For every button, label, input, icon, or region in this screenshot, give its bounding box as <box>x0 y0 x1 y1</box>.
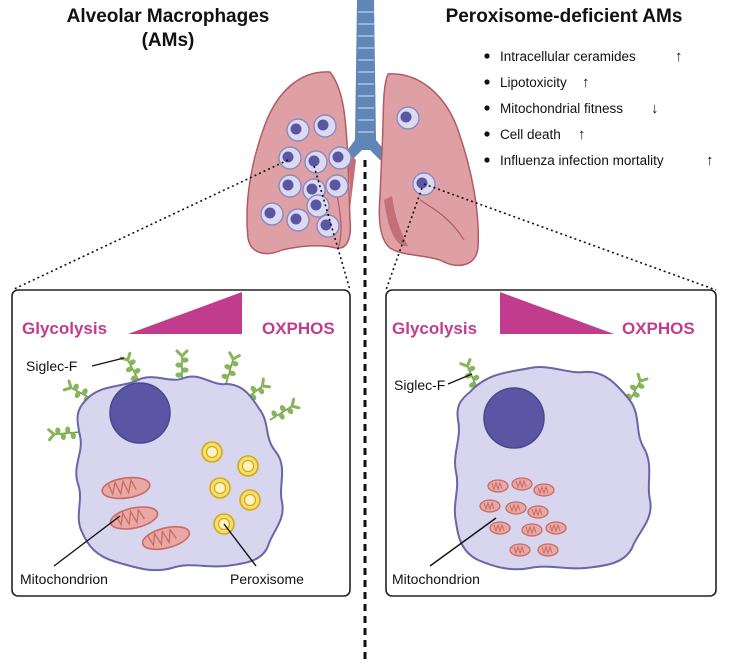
left-title-line1: Alveolar Macrophages <box>67 6 270 27</box>
right-mitochondrion-label: Mitochondrion <box>392 571 480 587</box>
mitochondrion-pointer <box>53 515 121 567</box>
effect-item: Lipotoxicity ↑ <box>484 74 590 91</box>
left-mitochondrion-label: Mitochondrion <box>20 571 108 587</box>
arrow-up-icon: ↑ <box>706 152 714 169</box>
effect-item: Cell death ↑ <box>484 126 586 143</box>
right-glycolysis-label: Glycolysis <box>392 319 477 338</box>
macrophage-cell-deficient <box>453 366 652 571</box>
arrow-up-icon: ↑ <box>578 126 586 143</box>
peroxisome-pointer <box>223 523 257 567</box>
right-panel: Glycolysis OXPHOS Siglec-F Mitochondrion <box>385 289 717 597</box>
nucleus <box>109 382 171 444</box>
effect-item: Influenza infection mortality ↑ <box>484 152 714 169</box>
effect-item-text: Intracellular ceramides <box>500 49 636 64</box>
left-oxphos-label: OXPHOS <box>262 319 335 338</box>
effect-item-text: Lipotoxicity <box>500 75 567 90</box>
right-lung <box>378 73 480 267</box>
trachea <box>340 0 392 164</box>
left-peroxisome-label: Peroxisome <box>230 571 304 587</box>
nucleus <box>483 387 545 449</box>
left-siglec-label: Siglec-F <box>26 358 77 374</box>
arrow-up-icon: ↑ <box>582 74 590 91</box>
mitochondrion-pointer <box>429 517 497 567</box>
effect-item: Mitochondrial fitness ↓ <box>484 100 659 117</box>
left-panel: Glycolysis OXPHOS Siglec-F <box>11 289 351 597</box>
left-glycolysis-label: Glycolysis <box>22 319 107 338</box>
right-metabolic-wedge <box>500 292 614 334</box>
effect-item-text: Influenza infection mortality <box>500 153 664 168</box>
right-title: Peroxisome-deficient AMs <box>446 6 683 27</box>
left-metabolic-wedge <box>128 292 242 334</box>
right-oxphos-label: OXPHOS <box>622 319 695 338</box>
arrow-up-icon: ↑ <box>675 48 683 65</box>
right-siglec-label: Siglec-F <box>394 377 445 393</box>
left-title-line2: (AMs) <box>142 30 195 51</box>
arrow-down-icon: ↓ <box>651 100 659 117</box>
effects-list: Intracellular ceramides ↑ Lipotoxicity ↑… <box>484 48 714 169</box>
effect-item: Intracellular ceramides ↑ <box>484 48 683 65</box>
zoom-lines <box>11 159 717 291</box>
effect-item-text: Cell death <box>500 127 561 142</box>
effect-item-text: Mitochondrial fitness <box>500 101 623 116</box>
